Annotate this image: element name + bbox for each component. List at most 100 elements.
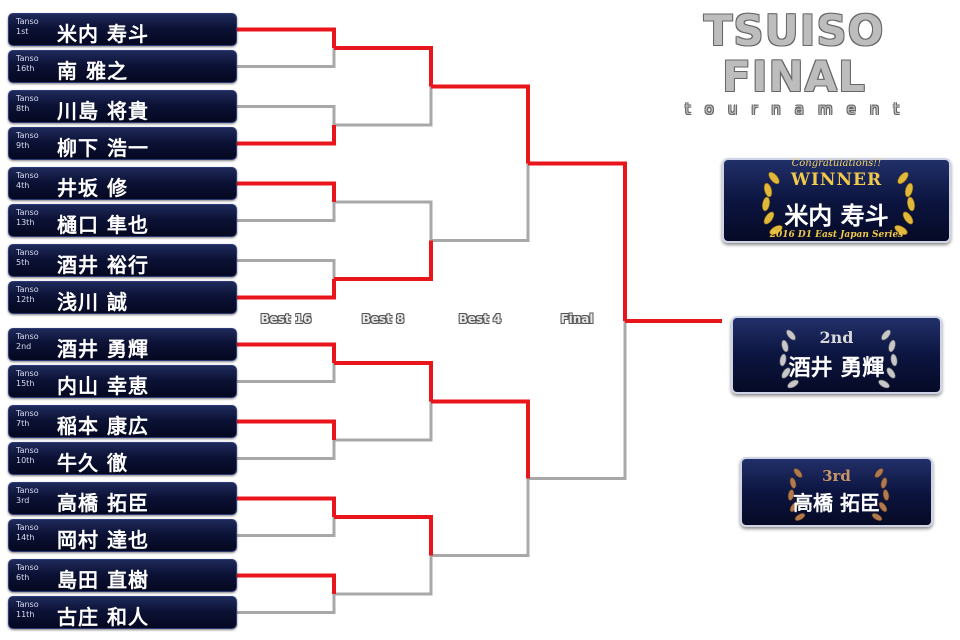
player-tag: Tanso [16, 248, 39, 257]
bracket-line-win [431, 399, 530, 479]
player-name: 牛久 徹 [57, 451, 128, 475]
bracket-line-loss [237, 517, 336, 537]
player-name: 高橋 拓臣 [57, 491, 149, 515]
bracket-line-win [334, 240, 433, 281]
round-label-best8: Best 8 [361, 312, 405, 326]
winner-label: WINNER [790, 170, 883, 190]
player-tag: Tanso [16, 94, 39, 103]
player-tag: Tanso [16, 17, 39, 26]
bracket-line-loss [334, 86, 433, 127]
bracket-line-loss [237, 202, 336, 222]
bracket-line-loss [431, 163, 530, 242]
player-rank: 5th [16, 258, 30, 267]
player-tag: Tanso [16, 486, 39, 495]
player-tag: Tanso [16, 600, 39, 609]
bracket-line-win [334, 46, 433, 87]
player-rank: 6th [16, 573, 30, 582]
silver-laurel-icon [779, 329, 898, 389]
round-label-best4: Best 4 [458, 312, 502, 326]
bracket-line-win [237, 125, 336, 146]
player-tag: Tanso [16, 285, 39, 294]
bracket-line-win [237, 279, 336, 300]
player-name: 酒井 勇輝 [57, 337, 149, 361]
player-name: 川島 将貴 [57, 99, 149, 123]
player-rank: 15th [16, 379, 35, 388]
second-place-name: 酒井 勇輝 [788, 356, 885, 381]
gold-laurel-icon [762, 171, 915, 235]
bracket-line-win [237, 573, 336, 594]
player-tag: Tanso [16, 446, 39, 455]
bracket-line-loss [237, 48, 336, 68]
bracket-line-loss [334, 555, 433, 596]
player-rank: 4th [16, 181, 30, 190]
second-place-label: 2nd [819, 328, 854, 347]
player-rank: 9th [16, 141, 30, 150]
player-rank: 10th [16, 456, 35, 465]
player-name: 島田 直樹 [57, 568, 149, 592]
winner-banner: Congratulations!! [791, 158, 882, 169]
player-rank: 14th [16, 533, 35, 542]
bracket-line-loss [528, 321, 627, 480]
player-name: 古庄 和人 [57, 605, 149, 629]
player-rank: 2nd [16, 342, 32, 351]
tournament-logo: TSUISO FINAL tournament [636, 8, 952, 119]
round-label-best16: Best 16 [260, 312, 312, 326]
player-name: 南 雅之 [57, 59, 128, 83]
bracket-line-win [237, 496, 336, 517]
logo-subtitle: tournament [684, 100, 914, 118]
bronze-laurel-icon [787, 468, 890, 521]
round-label-final: Final [560, 312, 594, 326]
bracket-line-win [334, 361, 433, 402]
player-rank: 1st [16, 27, 29, 36]
bracket-line-win [528, 161, 627, 321]
bracket-line-win [237, 342, 336, 363]
player-name: 樋口 隼也 [57, 213, 149, 237]
player-tag: Tanso [16, 523, 39, 532]
bracket-line-loss [237, 105, 336, 125]
player-rank: 3rd [16, 496, 30, 505]
bracket-line-win [431, 84, 530, 164]
bracket-line-loss [237, 259, 336, 279]
player-tag: Tanso [16, 332, 39, 341]
player-name: 内山 幸恵 [57, 374, 149, 398]
player-name: 岡村 達也 [57, 528, 149, 552]
player-tag: Tanso [16, 171, 39, 180]
second-place-panel[interactable]: 2nd 酒井 勇輝 [731, 316, 942, 394]
third-place-label: 3rd [822, 467, 851, 485]
bracket-line-win [237, 27, 336, 48]
third-place-name: 高橋 拓臣 [793, 491, 880, 515]
bracket-line-loss [334, 401, 433, 442]
player-tag: Tanso [16, 563, 39, 572]
player-tag: Tanso [16, 131, 39, 140]
player-rank: 8th [16, 104, 30, 113]
player-name: 浅川 誠 [57, 290, 128, 314]
player-rank: 12th [16, 295, 35, 304]
bracket-line-win [237, 181, 336, 202]
bracket-line-loss [431, 478, 530, 557]
player-name: 酒井 裕行 [57, 253, 149, 277]
player-name: 柳下 浩一 [57, 136, 149, 160]
third-place-panel[interactable]: 3rd 高橋 拓臣 [740, 457, 933, 527]
winner-name: 米内 寿斗 [784, 202, 889, 230]
winner-panel[interactable]: Congratulations!! WINNER 米内 寿斗 2016 D1 E… [722, 158, 951, 243]
player-name: 井坂 修 [57, 176, 128, 200]
bracket-line-loss [237, 363, 336, 383]
player-name: 米内 寿斗 [57, 22, 149, 46]
player-rank: 16th [16, 64, 35, 73]
